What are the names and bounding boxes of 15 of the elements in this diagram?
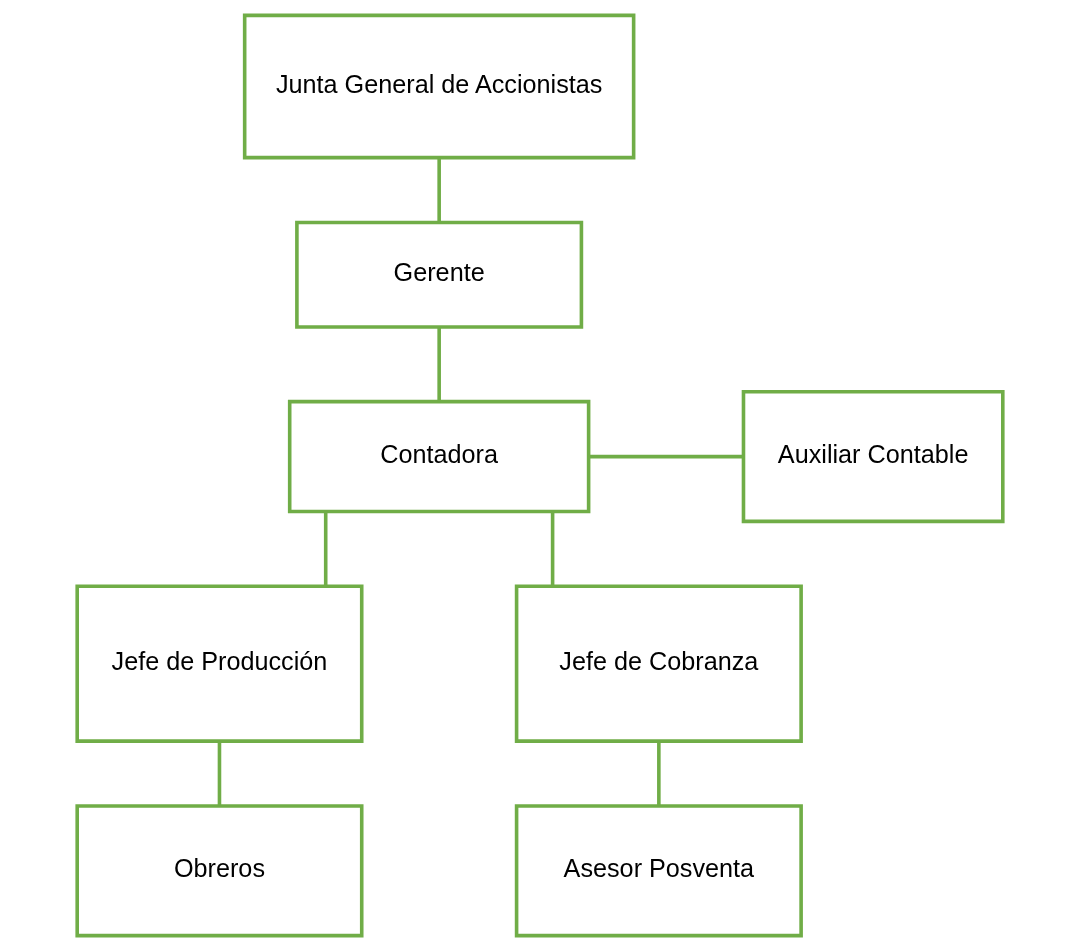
connector <box>656 741 661 806</box>
connector <box>550 511 554 586</box>
connector <box>588 454 743 459</box>
connector <box>436 157 441 223</box>
connector <box>217 741 221 806</box>
node-box: Obreros <box>74 804 364 938</box>
node-box: Auxiliar Contable <box>741 389 1005 524</box>
node-box: Asesor Posventa <box>514 804 803 938</box>
node-box: Gerente <box>294 220 583 329</box>
connector <box>436 327 441 402</box>
node-box: Contadora <box>287 399 590 514</box>
node-box: Jefe de Producción <box>74 584 364 743</box>
node-box: Junta General de Accionistas <box>242 13 635 160</box>
connector <box>323 511 327 586</box>
node-box: Jefe de Cobranza <box>514 584 803 743</box>
